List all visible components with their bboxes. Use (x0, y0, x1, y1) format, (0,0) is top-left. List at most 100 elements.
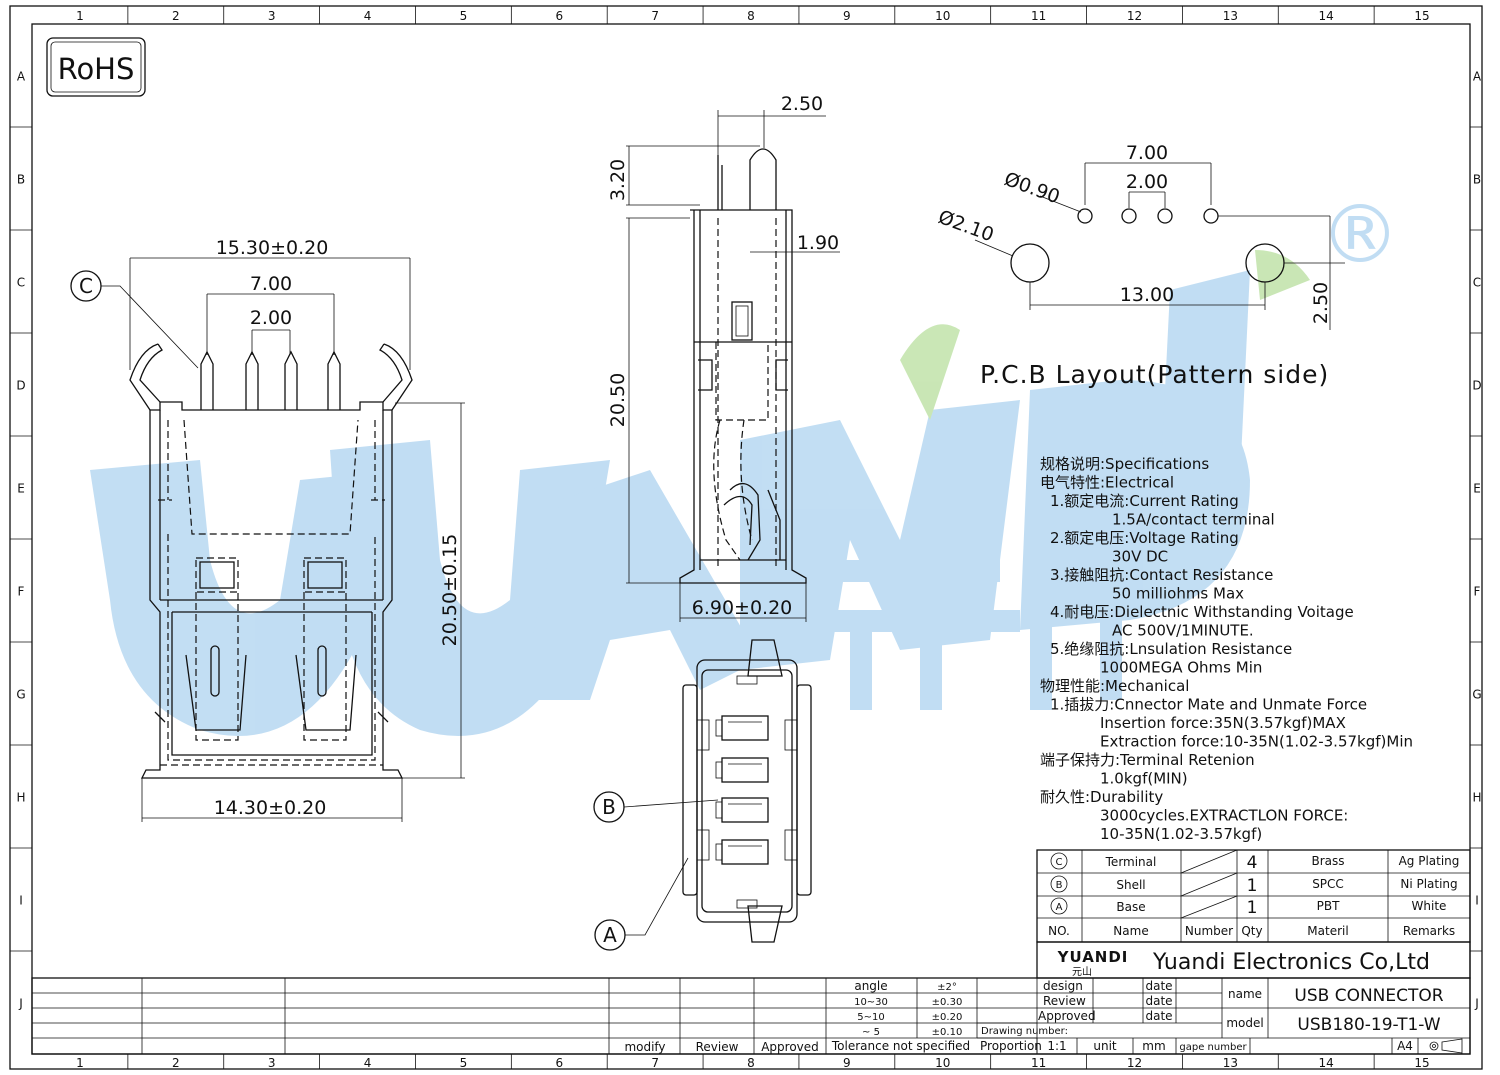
tol-angle: angle (854, 979, 887, 993)
spec-line: AC 500V/1MINUTE. (1112, 622, 1254, 640)
frame-col-bottom-8: 8 (747, 1056, 755, 1070)
rev-approved: Approved (761, 1040, 819, 1054)
spec-line: 30V DC (1112, 548, 1168, 566)
frame-col-top-10: 10 (935, 9, 950, 23)
frame-col-top-12: 12 (1127, 9, 1142, 23)
front-dim-height: 20.50±0.15 (439, 534, 461, 647)
spec-line: 耐久性:Durability (1040, 788, 1163, 806)
frame-col-top-5: 5 (460, 9, 468, 23)
bom-row-no: A (1056, 902, 1063, 913)
tb-model-value: USB180-19-T1-W (1297, 1015, 1440, 1035)
frame-col-bottom-14: 14 (1319, 1056, 1334, 1070)
bom-row-name: Terminal (1105, 855, 1157, 869)
frame-col-bottom-2: 2 (172, 1056, 180, 1070)
spec-line: 规格说明:Specifications (1040, 455, 1209, 473)
tb-drawing-number: Drawing number: (981, 1026, 1068, 1037)
pcb-dim-peg-span: 13.00 (1120, 284, 1174, 306)
title-block: YUANDI 元山 Yuandi Electronics Co,Ltd modi… (31, 941, 1471, 1055)
tb-date-3: date (1145, 1009, 1172, 1023)
frame-col-top-15: 15 (1414, 9, 1429, 23)
bom-header-number: Number (1185, 924, 1233, 938)
front-callout-c: C (79, 274, 93, 298)
spec-line: 1000MEGA Ohms Min (1100, 659, 1262, 677)
frame-col-top-1: 1 (76, 9, 84, 23)
spec-line: 50 milliohms Max (1112, 585, 1244, 603)
watermark-registered: ® (1320, 188, 1400, 281)
spec-line: 10-35N(1.02-3.57kgf) (1100, 825, 1262, 843)
tb-proportion: Proportion (980, 1039, 1042, 1053)
frame-row-right-J: J (1474, 997, 1479, 1011)
pcb-dim-offset: 2.50 (1310, 282, 1332, 324)
frame-col-top-7: 7 (651, 9, 659, 23)
pcb-layout-title: P.C.B Layout(Pattern side) (980, 360, 1329, 389)
tb-name-value: USB CONNECTOR (1294, 986, 1443, 1006)
frame-col-bottom-12: 12 (1127, 1056, 1142, 1070)
frame-row-left-H: H (16, 791, 25, 805)
frame-col-bottom-3: 3 (268, 1056, 276, 1070)
company-name: Yuandi Electronics Co,Ltd (1152, 950, 1430, 975)
company-logo: YUANDI (1057, 948, 1129, 966)
frame-row-left-E: E (17, 482, 25, 496)
bom-row-remarks: Ni Plating (1400, 877, 1457, 891)
bottom-contact-4 (721, 839, 769, 865)
tb-name-label: name (1228, 987, 1262, 1001)
frame-row-left-J: J (18, 997, 23, 1011)
frame-row-right-H: H (1472, 791, 1481, 805)
frame-row-right-C: C (1473, 276, 1481, 290)
front-dim-pin-pitch: 2.00 (250, 307, 292, 329)
frame-col-top-2: 2 (172, 9, 180, 23)
frame-row-left-G: G (16, 688, 25, 702)
side-dim-height: 20.50 (607, 373, 629, 427)
bom-header-name: Name (1113, 924, 1148, 938)
spec-line: 1.0kgf(MIN) (1100, 770, 1188, 788)
spec-line: 1.插拔力:Cnnector Mate and Unmate Force (1050, 696, 1367, 714)
frame-col-top-14: 14 (1319, 9, 1334, 23)
watermark: ® (90, 188, 1400, 736)
frame-col-bottom-11: 11 (1031, 1056, 1046, 1070)
frame-col-bottom-5: 5 (460, 1056, 468, 1070)
frame-row-right-E: E (1473, 482, 1481, 496)
bom-row-remarks: Ag Plating (1399, 854, 1460, 868)
bom-header-qty: Qty (1241, 924, 1262, 938)
frame-col-top-4: 4 (364, 9, 372, 23)
bottom-contact-1 (721, 715, 769, 741)
bom-row-qty: 4 (1247, 853, 1258, 873)
spec-line: 1.额定电流:Current Rating (1050, 492, 1239, 510)
tb-date-1: date (1145, 979, 1172, 993)
spec-line: 4.耐电压:Dielectnic Withstanding Voitage (1050, 603, 1354, 621)
frame-row-right-B: B (1473, 173, 1481, 187)
tb-model-label: model (1226, 1016, 1263, 1030)
bom-row-no: C (1056, 857, 1063, 868)
frame-col-top-13: 13 (1223, 9, 1238, 23)
frame-row-right-D: D (1472, 379, 1481, 393)
side-dim-width: 6.90±0.20 (692, 597, 793, 619)
tol-r1: 10~30 (854, 997, 888, 1008)
company-logo-cn: 元山 (1072, 966, 1092, 978)
tol-angle-val: ±2° (937, 982, 957, 993)
frame-col-top-6: 6 (555, 9, 563, 23)
tb-page-number: gape number (1179, 1042, 1247, 1053)
bottom-contact-2 (721, 757, 769, 783)
rohs-mark: RoHS (46, 37, 146, 97)
bom-header-remarks: Remarks (1403, 924, 1455, 938)
tb-approved: Approved (1038, 1009, 1096, 1023)
frame-col-top-11: 11 (1031, 9, 1046, 23)
bottom-view: B A (593, 639, 812, 951)
tb-paper: A4 (1397, 1039, 1413, 1053)
spec-line: 2.额定电压:Voltage Rating (1050, 529, 1239, 547)
spec-line: 电气特性:Electrical (1040, 474, 1174, 492)
frame-col-top-9: 9 (843, 9, 851, 23)
spec-line: 物理性能:Mechanical (1040, 677, 1189, 695)
frame-col-bottom-13: 13 (1223, 1056, 1238, 1070)
front-dim-overall-width: 15.30±0.20 (216, 237, 329, 259)
tb-date-2: date (1145, 994, 1172, 1008)
spec-line: Extraction force:10-35N(1.02-3.57kgf)Min (1100, 733, 1413, 751)
bom-header-material: Materil (1307, 924, 1348, 938)
tol-r1-val: ±0.30 (932, 997, 963, 1008)
side-view: 2.50 3.20 1.90 20.50 6.90±0.20 (607, 93, 840, 622)
front-view: 15.30±0.20 7.00 2.00 C 20.50±0.15 14.30±… (70, 237, 465, 822)
bom-row-remarks: White (1412, 899, 1447, 913)
pcb-dim-span: 7.00 (1126, 142, 1168, 164)
tol-r3: ~ 5 (862, 1027, 880, 1038)
